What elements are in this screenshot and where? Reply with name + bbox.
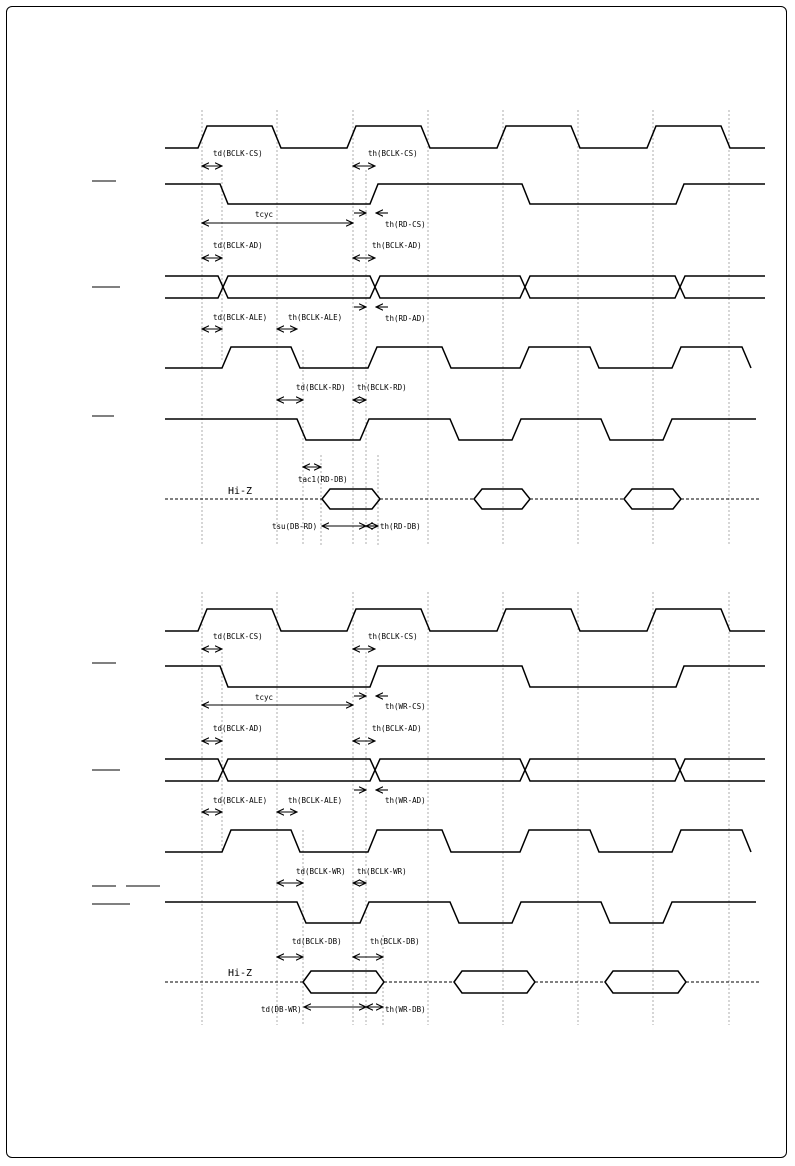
write-th-bclk-wr-label: th(BCLK-WR) [357,867,407,876]
write-address-bus [165,758,765,782]
write-th-bclk-ale-label: th(BCLK-ALE) [288,796,342,805]
read-td-bclk-cs-label: td(BCLK-CS) [213,149,263,158]
write-th-wr-cs-label: th(WR-CS) [385,702,426,711]
read-th-bclk-ad-label: th(BCLK-AD) [372,241,422,250]
read-arrows [202,166,388,526]
read-cycle: Hi-Z td(BCLK-CS) th(BCLK-CS) tcyc th(RD-… [92,110,765,545]
read-th-bclk-rd-label: th(BCLK-RD) [357,383,407,392]
read-tcyc-label: tcyc [255,210,273,219]
read-hiz-label: Hi-Z [228,486,252,497]
write-bclk-waveform [165,608,765,632]
read-data-bus [165,488,760,510]
read-address-bus [165,275,765,299]
read-th-bclk-ale-label: th(BCLK-ALE) [288,313,342,322]
write-th-bclk-db-label: th(BCLK-DB) [370,937,420,946]
write-ale-waveform [165,829,752,853]
write-td-bclk-ale-label: td(BCLK-ALE) [213,796,267,805]
read-rd-waveform [165,418,756,441]
write-td-db-wr-label: td(DB-WR) [261,1005,302,1014]
write-cs-waveform [165,665,765,688]
write-td-bclk-wr-label: td(BCLK-WR) [296,867,346,876]
write-data-bus [165,970,760,994]
read-bclk-waveform [165,125,765,149]
write-grid-lines [201,592,730,1025]
page-frame [6,6,787,1158]
write-td-bclk-cs-label: td(BCLK-CS) [213,632,263,641]
write-cycle: Hi-Z td(BCLK-CS) th(BCLK-CS) tcyc th(WR-… [92,592,765,1025]
read-grid-lines [201,110,730,545]
write-th-wr-ad-label: th(WR-AD) [385,796,426,805]
write-arrows [202,649,388,1007]
read-th-rd-db-label: th(RD-DB) [380,522,421,531]
read-tac1-rd-db-label: tac1(RD-DB) [298,475,348,484]
write-tcyc-label: tcyc [255,693,273,702]
write-td-bclk-db-label: td(BCLK-DB) [292,937,342,946]
read-tsu-db-rd-label: tsu(DB-RD) [272,522,317,531]
read-td-bclk-ad-label: td(BCLK-AD) [213,241,263,250]
read-td-bclk-ale-label: td(BCLK-ALE) [213,313,267,322]
read-ale-waveform [165,346,752,369]
read-th-rd-cs-label: th(RD-CS) [385,220,426,229]
write-hiz-label: Hi-Z [228,968,252,979]
read-cs-waveform [165,183,765,205]
read-th-rd-ad-label: th(RD-AD) [385,314,426,323]
read-th-bclk-cs-label: th(BCLK-CS) [368,149,418,158]
write-th-wr-db-label: th(WR-DB) [385,1005,426,1014]
write-td-bclk-ad-label: td(BCLK-AD) [213,724,263,733]
write-wr-waveform [165,901,756,924]
write-th-bclk-cs-label: th(BCLK-CS) [368,632,418,641]
write-th-bclk-ad-label: th(BCLK-AD) [372,724,422,733]
read-td-bclk-rd-label: td(BCLK-RD) [296,383,346,392]
